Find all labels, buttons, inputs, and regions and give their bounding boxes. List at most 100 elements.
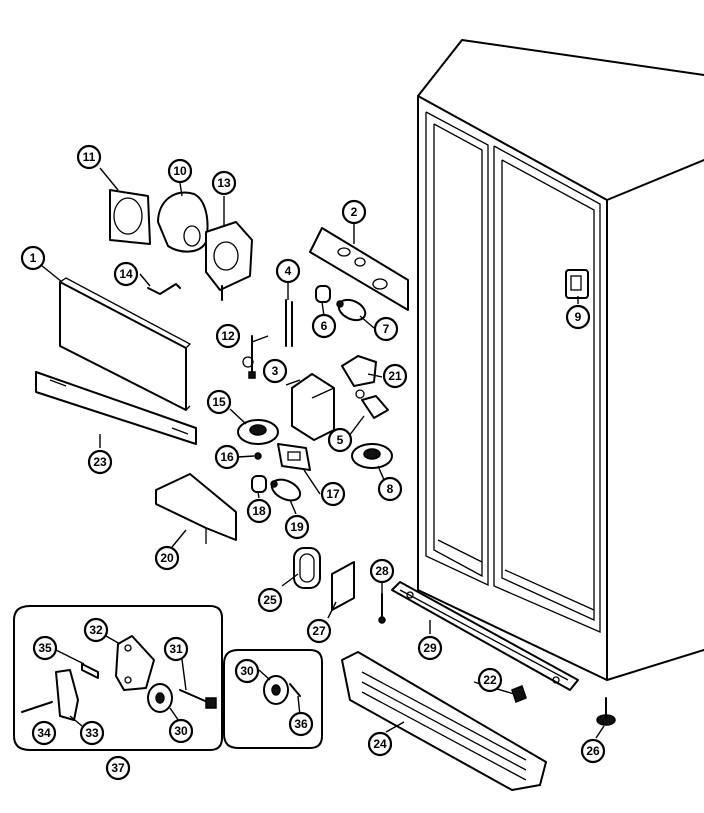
callout-26-label: 26 — [586, 744, 600, 758]
callout-11-label: 11 — [83, 150, 96, 164]
callout-10: 10 — [167, 158, 193, 184]
callout-24: 24 — [367, 731, 393, 757]
callout-25: 25 — [257, 587, 283, 613]
callout-14-label: 14 — [119, 267, 133, 281]
part-26-leveling-leg — [596, 697, 616, 726]
callout-19: 19 — [284, 514, 310, 540]
callout-27-label: 27 — [312, 624, 326, 638]
callout-21: 21 — [382, 363, 408, 389]
callout-3: 3 — [262, 358, 288, 384]
callout-16-label: 16 — [220, 450, 234, 464]
refrigerator-cabinet — [417, 39, 704, 681]
callout-30: 30 — [168, 718, 194, 744]
callout-22: 22 — [477, 667, 503, 693]
callout-34: 34 — [31, 720, 57, 746]
callout-5: 5 — [327, 427, 353, 453]
part-29-bottom-rail — [391, 581, 579, 691]
callout-36: 36 — [288, 711, 314, 737]
part-5-relay — [355, 389, 389, 419]
callout-23: 23 — [87, 449, 113, 475]
callout-14: 14 — [113, 261, 139, 287]
callout-16: 16 — [214, 444, 240, 470]
callout-23-label: 23 — [93, 455, 107, 469]
callout-33: 33 — [79, 720, 105, 746]
part-23-cover-panel — [35, 371, 197, 445]
callout-12-label: 12 — [221, 329, 235, 343]
part-11-fan-shroud — [109, 189, 151, 245]
part-28-screw — [378, 593, 386, 624]
callout-30-label: 30 — [174, 724, 188, 738]
part-3-control-box — [291, 373, 335, 441]
part-1-evaporator-cover — [59, 277, 192, 411]
part-6-socket — [315, 285, 331, 303]
callout-22-label: 22 — [483, 673, 497, 687]
part-24-toe-grille — [341, 651, 547, 791]
part-7-bulb — [336, 298, 367, 322]
callout-35: 35 — [32, 635, 58, 661]
callout-20: 20 — [154, 545, 180, 571]
callout-15-label: 15 — [212, 395, 226, 409]
part-12-thermistor — [242, 335, 256, 379]
callout-8: 8 — [377, 476, 403, 502]
callout-1-label: 1 — [30, 251, 37, 265]
callout-32: 32 — [83, 617, 109, 643]
callout-13: 13 — [211, 170, 237, 196]
callout-5-label: 5 — [337, 433, 344, 447]
callout-33-label: 33 — [85, 726, 99, 740]
callout-7-label: 7 — [383, 322, 390, 336]
inset-box-30-36 — [223, 649, 323, 749]
callout-17-label: 17 — [326, 487, 340, 501]
callout-34-label: 34 — [37, 726, 51, 740]
callout-32-label: 32 — [89, 623, 103, 637]
callout-28: 28 — [369, 558, 395, 584]
part-13-fan-motor — [205, 221, 253, 301]
part-8-roller — [351, 443, 393, 469]
callout-31-label: 31 — [169, 642, 183, 656]
callout-25-label: 25 — [263, 593, 277, 607]
callout-35-label: 35 — [38, 641, 52, 655]
callout-6: 6 — [311, 313, 337, 339]
part-19-bulb — [270, 478, 302, 502]
callout-17: 17 — [320, 481, 346, 507]
callout-28-label: 28 — [375, 564, 389, 578]
callout-8-label: 8 — [387, 482, 394, 496]
part-4-rod — [285, 299, 293, 347]
callout-6-label: 6 — [321, 319, 328, 333]
part-10-fan-guard — [157, 191, 209, 253]
part-18-socket — [251, 475, 267, 493]
callout-31: 31 — [163, 636, 189, 662]
callout-37-label: 37 — [111, 761, 125, 775]
callout-18-label: 18 — [252, 504, 266, 518]
callout-36-label: 36 — [294, 717, 308, 731]
callout-26: 26 — [580, 738, 606, 764]
part-17-switch — [277, 443, 311, 471]
callout-2: 2 — [341, 199, 367, 225]
callout-1: 1 — [20, 245, 46, 271]
callout-9-label: 9 — [575, 310, 582, 324]
callout-3-label: 3 — [272, 364, 279, 378]
callout-21-label: 21 — [388, 369, 402, 383]
callout-10-label: 10 — [173, 164, 187, 178]
callout-4: 4 — [275, 258, 301, 284]
callout-27: 27 — [306, 618, 332, 644]
callout-15: 15 — [206, 389, 232, 415]
callout-18: 18 — [246, 498, 272, 524]
part-15-roller — [237, 419, 279, 445]
part-2-mounting-bracket — [309, 227, 409, 311]
callout-12: 12 — [215, 323, 241, 349]
callout-19-label: 19 — [290, 520, 304, 534]
callout-13-label: 13 — [217, 176, 231, 190]
leader-lines — [35, 167, 605, 739]
part-20-drain-trough — [155, 473, 237, 544]
callout-11: 11 — [76, 144, 102, 170]
part-16-screw — [254, 452, 262, 460]
callout-24-label: 24 — [373, 737, 387, 751]
callout-29: 29 — [417, 635, 443, 661]
part-25-duct — [293, 547, 321, 589]
callout-30-second: 30 — [234, 658, 260, 684]
part-21-timer — [341, 355, 377, 387]
part-27-bracket — [331, 561, 355, 611]
callout-9: 9 — [565, 304, 591, 330]
part-22-clip — [511, 685, 527, 703]
